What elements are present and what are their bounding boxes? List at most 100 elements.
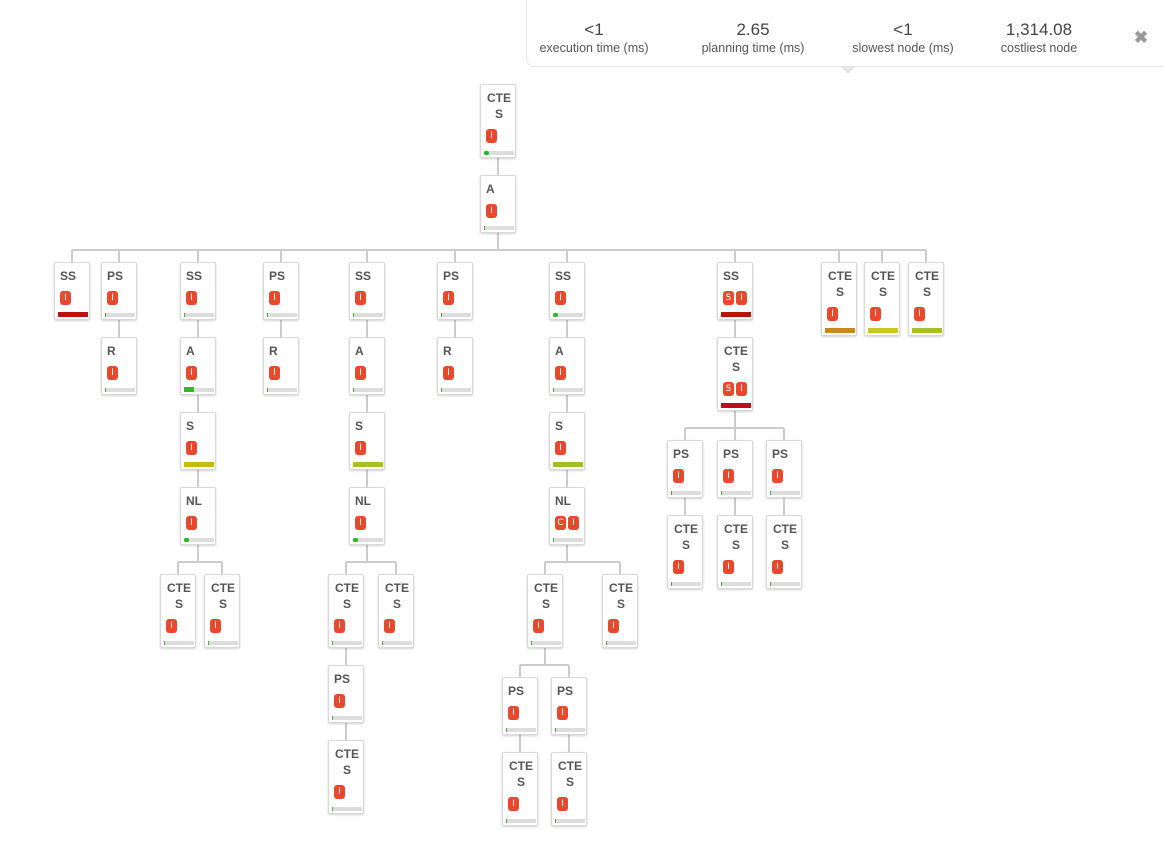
node-badges: I — [870, 307, 881, 321]
node-badge[interactable]: I — [186, 516, 197, 530]
node-badge[interactable]: I — [508, 797, 519, 811]
node-badge[interactable]: I — [870, 307, 881, 321]
node-badge[interactable]: I — [568, 516, 579, 530]
close-icon[interactable]: ✖ — [1133, 28, 1149, 47]
node-badge[interactable]: I — [508, 706, 519, 720]
node-badge[interactable]: I — [166, 619, 177, 633]
node-badge[interactable]: I — [608, 619, 619, 633]
node-badge[interactable]: I — [186, 441, 197, 455]
node-badge[interactable]: I — [186, 366, 197, 380]
node-badge[interactable]: I — [555, 441, 566, 455]
node-badge[interactable]: I — [186, 291, 197, 305]
node-badge[interactable]: I — [210, 619, 221, 633]
node-badge[interactable]: I — [60, 291, 71, 305]
plan-node-ps[interactable]: PS I — [437, 262, 473, 320]
node-badge[interactable]: I — [486, 204, 497, 218]
node-badge[interactable]: I — [555, 291, 566, 305]
node-badge[interactable]: I — [107, 291, 118, 305]
node-badges: I — [269, 291, 280, 305]
node-badge[interactable]: I — [443, 366, 454, 380]
node-badge[interactable]: I — [355, 441, 366, 455]
node-badge[interactable]: I — [673, 560, 684, 574]
node-badge[interactable]: I — [107, 366, 118, 380]
node-badge[interactable]: I — [443, 291, 454, 305]
node-badge[interactable]: I — [355, 291, 366, 305]
node-badge[interactable]: I — [334, 694, 345, 708]
node-badge[interactable]: I — [914, 307, 925, 321]
node-badge[interactable]: I — [723, 469, 734, 483]
node-badge[interactable]: I — [827, 307, 838, 321]
node-duration-bar — [267, 313, 297, 317]
node-badge[interactable]: S — [723, 291, 734, 305]
node-badge[interactable]: I — [334, 619, 345, 633]
node-badge[interactable]: I — [334, 785, 345, 799]
node-badge[interactable]: I — [555, 366, 566, 380]
node-badge[interactable]: I — [384, 619, 395, 633]
node-badge[interactable]: I — [533, 619, 544, 633]
node-badge[interactable]: I — [355, 366, 366, 380]
node-badge[interactable]: I — [772, 469, 783, 483]
node-badge[interactable]: I — [772, 560, 783, 574]
node-badge[interactable]: I — [486, 129, 497, 143]
node-title: R — [269, 344, 278, 358]
node-badge[interactable]: I — [557, 706, 568, 720]
node-badge[interactable]: I — [736, 382, 747, 396]
node-badge[interactable]: S — [723, 382, 734, 396]
node-badge[interactable]: I — [355, 516, 366, 530]
node-badge[interactable]: I — [736, 291, 747, 305]
node-badge[interactable]: I — [557, 797, 568, 811]
node-badge[interactable]: I — [269, 291, 280, 305]
node-badge[interactable]: I — [723, 560, 734, 574]
node-badge[interactable]: C — [555, 516, 566, 530]
node-title: SS — [723, 269, 740, 283]
node-title: PS — [443, 269, 460, 283]
node-badge[interactable]: I — [269, 366, 280, 380]
node-badge[interactable]: I — [673, 469, 684, 483]
node-duration-fill — [553, 538, 554, 542]
